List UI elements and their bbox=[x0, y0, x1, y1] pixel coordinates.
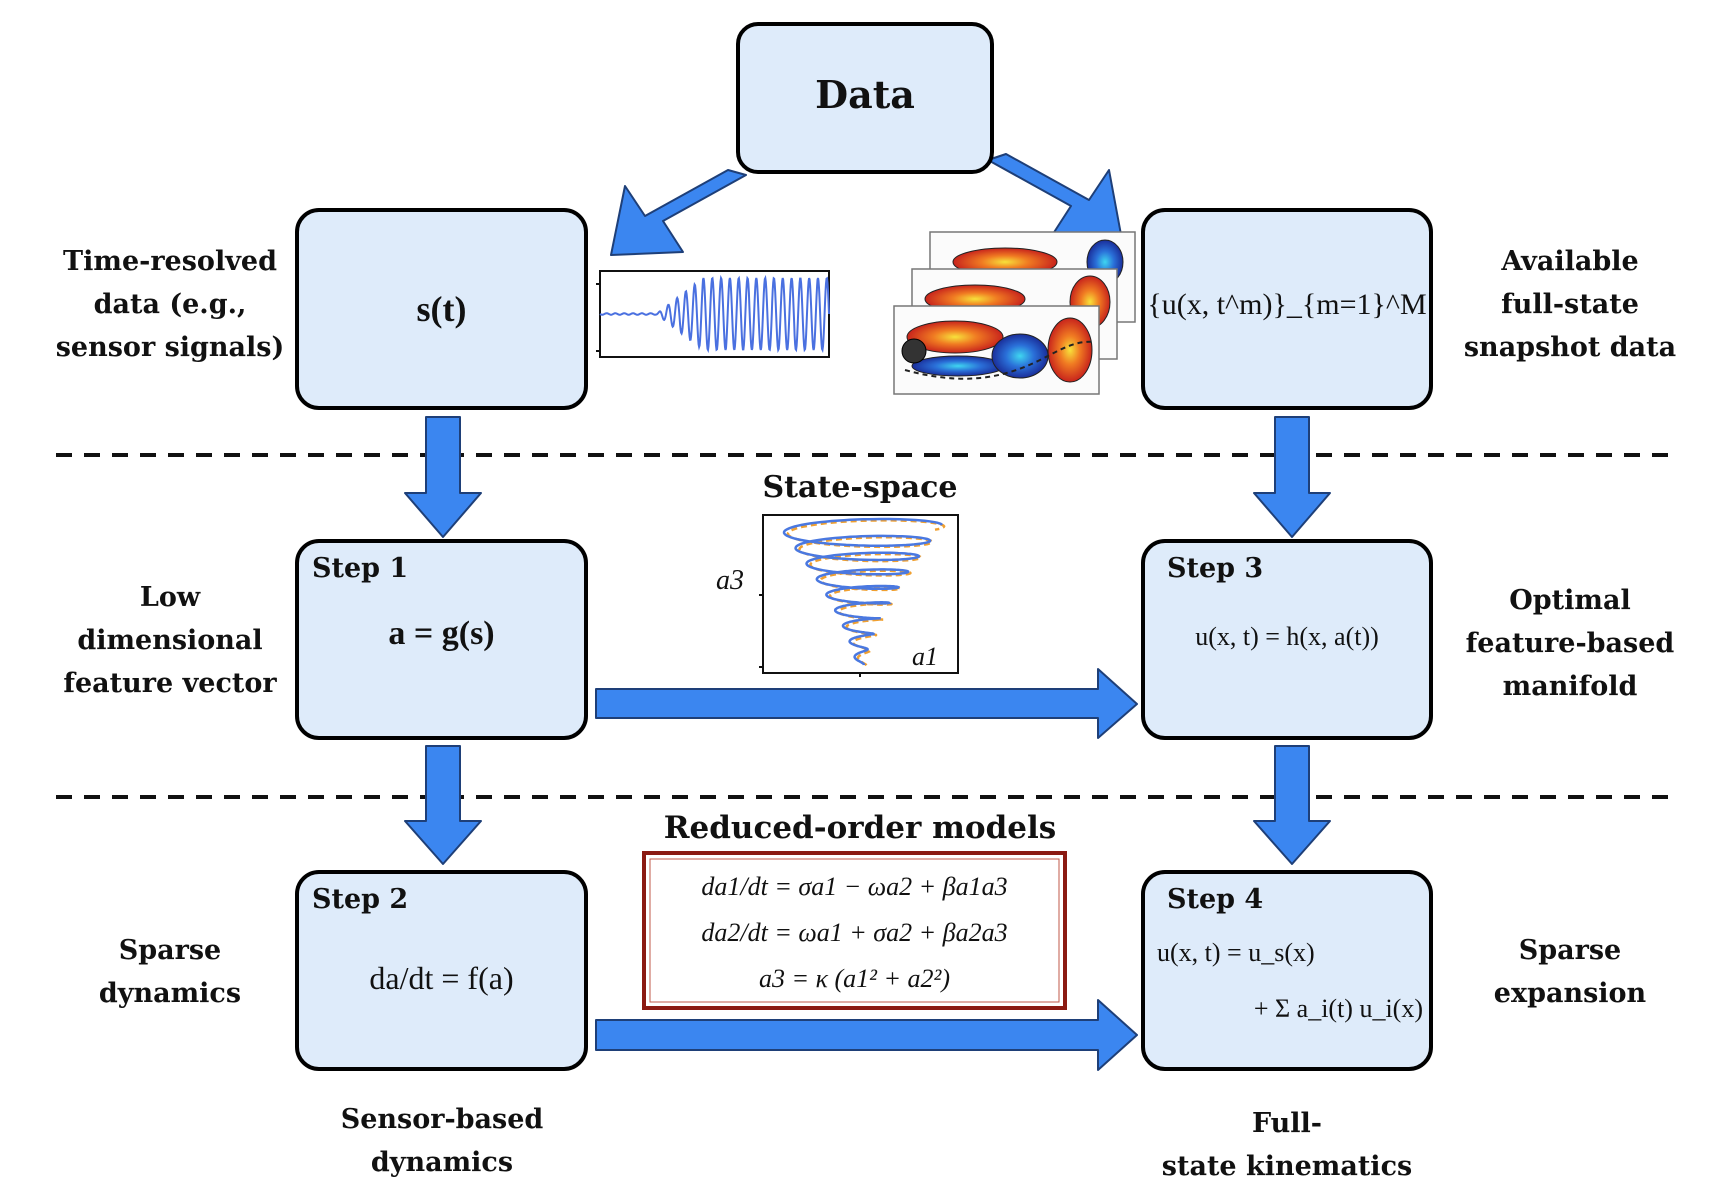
step3-title: Step 3 bbox=[1167, 553, 1264, 584]
right-label-row2-line3: manifold bbox=[1502, 671, 1638, 702]
state-space-title: State-space bbox=[762, 470, 958, 505]
step2-expression: da/dt = f(a) bbox=[369, 960, 514, 996]
bottom-label-right-part1: Full- bbox=[1251, 1108, 1323, 1139]
left-label-row3: Sparse dynamics bbox=[40, 929, 300, 1015]
snapshot-expression-text: {u(x, t^m)}_{m=1}^M bbox=[1147, 288, 1427, 321]
right-label-row2-line1: Optimal bbox=[1509, 585, 1631, 616]
arrow-data-to-signal bbox=[610, 169, 747, 256]
arrow-data-to-snapshot bbox=[987, 153, 1123, 241]
left-label-row2: Low dimensional feature vector bbox=[40, 576, 300, 705]
flow-snapshots bbox=[893, 231, 1136, 395]
step2-title: Step 2 bbox=[312, 884, 409, 915]
left-label-row1-line1: Time-resolved bbox=[63, 246, 277, 277]
arrow-step1-to-step3 bbox=[595, 668, 1138, 739]
arrow-snapshot-to-step3 bbox=[1253, 416, 1331, 538]
left-label-row3-line2: dynamics bbox=[98, 978, 242, 1009]
left-label-row1-line2: data (e.g., bbox=[93, 289, 247, 320]
right-label-row2-line2: feature-based bbox=[1465, 628, 1675, 659]
cylinder-icon bbox=[901, 338, 927, 364]
rom-frame bbox=[642, 851, 1067, 1010]
right-label-row1-line1: Available bbox=[1501, 246, 1639, 277]
bottom-label-right-line2: state kinematics bbox=[1150, 1145, 1424, 1188]
bottom-label-left-line1: Sensor-based bbox=[340, 1104, 544, 1135]
right-label-row1-line3: snapshot data bbox=[1463, 332, 1677, 363]
bottom-label-left: Sensor-based dynamics bbox=[300, 1098, 584, 1184]
state-space-orange-trajectory bbox=[786, 519, 946, 667]
signal-box bbox=[295, 208, 588, 410]
data-box bbox=[736, 22, 994, 174]
step4-expression-line1: u(x, t) = u_s(x) bbox=[1157, 938, 1315, 967]
signal-expression: s(t) bbox=[297, 288, 586, 330]
step2-box bbox=[295, 870, 588, 1071]
step4-box bbox=[1141, 870, 1433, 1071]
snapshot-expression: {u(x, t^m)}_{m=1}^M bbox=[1143, 288, 1431, 322]
step1-expression: a = g(s) bbox=[388, 615, 495, 652]
bottom-label-left-line2: dynamics bbox=[370, 1147, 514, 1178]
rom-equation-2: da2/dt = ωa1 + σa2 + βa2a3 bbox=[701, 918, 1008, 947]
right-label-row2: Optimal feature-based manifold bbox=[1440, 579, 1700, 708]
right-label-row1: Available full-state snapshot data bbox=[1440, 240, 1700, 369]
bottom-label-right: Full- state kinematics bbox=[1150, 1102, 1424, 1188]
right-label-row3-line1: Sparse bbox=[1518, 935, 1622, 966]
left-label-row2-line2: dimensional bbox=[77, 625, 263, 656]
arrow-step3-to-step4 bbox=[1253, 745, 1331, 865]
signal-expression-text: s(t) bbox=[416, 289, 467, 329]
rom-equation-1: da1/dt = σa1 − ωa2 + βa1a3 bbox=[701, 872, 1008, 901]
arrow-step1-to-step2 bbox=[404, 745, 482, 865]
bottom-label-right-line1: Full- bbox=[1150, 1102, 1424, 1145]
arrow-step2-to-step4 bbox=[595, 999, 1138, 1071]
step1-box bbox=[295, 539, 588, 740]
snapshot-frame-front bbox=[893, 305, 1100, 395]
step4-title: Step 4 bbox=[1167, 884, 1264, 915]
rom-title: Reduced-order models bbox=[663, 810, 1057, 846]
left-label-row2-line1: Low bbox=[139, 582, 201, 613]
right-label-row3-line2: expansion bbox=[1493, 978, 1647, 1009]
rom-equation-3: a3 = κ (a1² + a2²) bbox=[759, 964, 950, 993]
snapshot-box bbox=[1141, 208, 1433, 410]
state-space-blue-trajectory bbox=[782, 517, 944, 666]
bottom-label-right-part2: state kinematics bbox=[1161, 1151, 1413, 1182]
left-label-row1: Time-resolved data (e.g., sensor signals… bbox=[40, 240, 300, 369]
state-space-plot bbox=[759, 514, 959, 677]
state-space-xlabel: a1 bbox=[912, 642, 938, 671]
arrow-signal-to-step1 bbox=[404, 416, 482, 538]
step3-expression: u(x, t) = h(x, a(t)) bbox=[1195, 622, 1379, 651]
sensor-signal-plot bbox=[596, 270, 830, 358]
step1-title: Step 1 bbox=[312, 553, 409, 584]
right-label-row3: Sparse expansion bbox=[1440, 929, 1700, 1015]
step3-box bbox=[1141, 539, 1433, 740]
step4-expression-line2: + Σ a_i(t) u_i(x) bbox=[1253, 994, 1423, 1023]
left-label-row2-line3: feature vector bbox=[63, 668, 277, 699]
data-box-label: Data bbox=[815, 72, 915, 117]
left-label-row3-line1: Sparse bbox=[118, 935, 222, 966]
state-space-ylabel: a3 bbox=[716, 565, 744, 596]
right-label-row1-line2: full-state bbox=[1501, 289, 1639, 320]
left-label-row1-line3: sensor signals) bbox=[55, 332, 285, 363]
